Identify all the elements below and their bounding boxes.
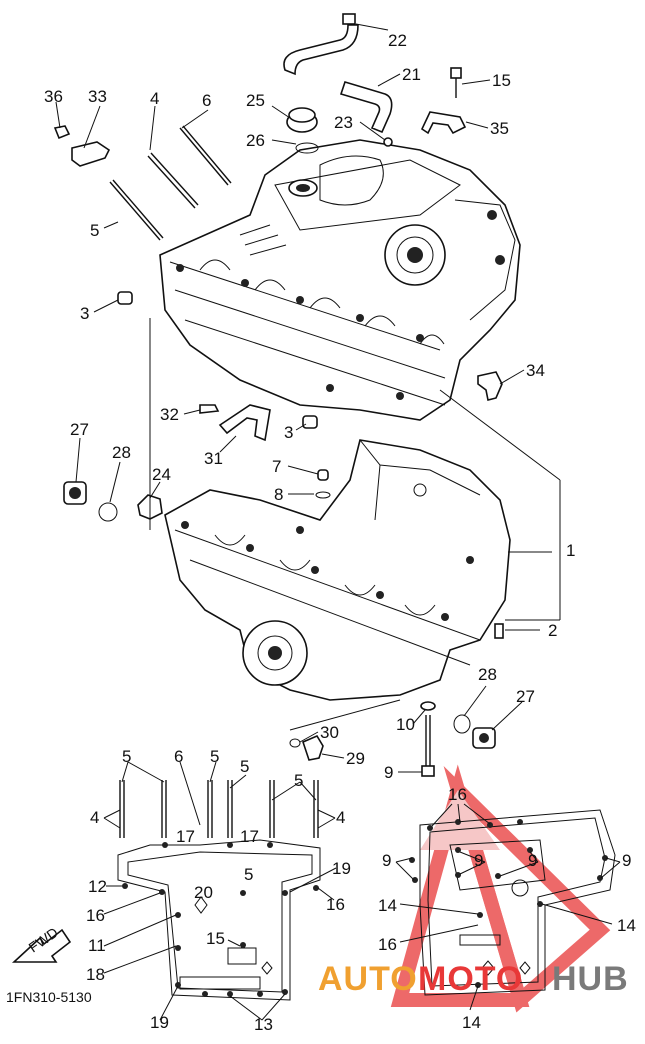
- callout-36: 36: [44, 87, 63, 106]
- drain-bolt-29: [302, 734, 324, 761]
- diagram-code: 1FN310-5130: [6, 989, 92, 1005]
- callout-5-bl-a: 5: [122, 747, 131, 766]
- gasket-28-left: [98, 502, 118, 522]
- callout-9: 9: [384, 763, 393, 782]
- callout-5-bl-c: 5: [240, 757, 249, 776]
- callout-6-bl: 6: [174, 747, 183, 766]
- upper-crankcase: [159, 139, 521, 421]
- callout-27-right: 27: [516, 687, 535, 706]
- dowel-3-lower: [302, 415, 318, 429]
- callout-15-bottom: 15: [206, 929, 225, 948]
- washer-30: [289, 738, 301, 748]
- callout-17-b: 17: [240, 827, 259, 846]
- callout-28-right: 28: [478, 665, 497, 684]
- callout-8: 8: [274, 485, 283, 504]
- callout-22: 22: [388, 31, 407, 50]
- bolt-32: [199, 404, 220, 414]
- callout-15-top: 15: [492, 71, 511, 90]
- callout-16-a: 16: [86, 906, 105, 925]
- callout-26: 26: [246, 131, 265, 150]
- callout-4-bl-left: 4: [90, 808, 99, 827]
- callout-11: 11: [88, 936, 106, 955]
- bracket-35: [420, 111, 467, 135]
- callout-14-c: 14: [462, 1013, 481, 1032]
- callout-4: 4: [150, 89, 159, 108]
- callout-14-b: 14: [617, 916, 636, 935]
- watermark-text: AUTO MOTO HUB: [318, 960, 629, 998]
- clamp-33: [71, 141, 111, 167]
- callout-31: 31: [204, 449, 223, 468]
- callout-18: 18: [86, 965, 105, 984]
- callout-24: 24: [152, 465, 171, 484]
- plug-27-right: [472, 727, 496, 749]
- watermark-brand-moto: MOTO: [418, 960, 523, 998]
- callout-5: 5: [90, 221, 99, 240]
- callout-35: 35: [490, 119, 509, 138]
- leader-lines: [55, 23, 621, 1021]
- bolt-36: [53, 125, 71, 140]
- watermark-triangle-right: [443, 765, 611, 1013]
- callout-9-br-a: 9: [382, 851, 391, 870]
- clip-34: [477, 371, 503, 401]
- callout-7: 7: [272, 457, 281, 476]
- watermark-brand-hub: HUB: [552, 960, 629, 998]
- callout-27-left: 27: [70, 420, 89, 439]
- callout-19-b: 19: [150, 1013, 169, 1032]
- dowel-2: [494, 623, 504, 639]
- callout-21: 21: [402, 65, 421, 84]
- callout-2: 2: [548, 621, 557, 640]
- callout-20: 20: [194, 883, 213, 902]
- callout-28-left: 28: [112, 443, 131, 462]
- callout-9-br-d: 9: [528, 851, 537, 870]
- callout-13: 13: [254, 1015, 273, 1034]
- callout-5-bl-d: 5: [294, 771, 303, 790]
- callout-3-upper: 3: [80, 304, 89, 323]
- callout-14-a: 14: [378, 896, 397, 915]
- bottom-left-bolt-layout: [117, 780, 321, 1001]
- callout-33: 33: [88, 87, 107, 106]
- callout-12: 12: [88, 877, 107, 896]
- callout-16-d: 16: [378, 935, 397, 954]
- callout-9-br-c: 9: [474, 851, 483, 870]
- callout-9-br-b: 9: [622, 851, 631, 870]
- callout-5-bl-b: 5: [210, 747, 219, 766]
- dowel-3-upper: [117, 291, 133, 305]
- callout-5-bl-e: 5: [244, 865, 253, 884]
- callout-29: 29: [346, 749, 365, 768]
- o-ring-8: [315, 491, 331, 499]
- fwd-arrow: FWD: [11, 924, 72, 963]
- bracket-31: [218, 404, 271, 442]
- fitting-23: [383, 137, 393, 147]
- oil-filler-cap: [286, 107, 319, 154]
- bolt-15: [450, 67, 462, 98]
- callout-16-b: 16: [326, 895, 345, 914]
- plug-27-left: [63, 481, 87, 505]
- collar-7: [317, 469, 329, 481]
- bolt-9: [421, 715, 435, 777]
- callout-32: 32: [160, 405, 179, 424]
- callout-23: 23: [334, 113, 353, 132]
- callout-17-a: 17: [176, 827, 195, 846]
- callout-25: 25: [246, 91, 265, 110]
- callout-6: 6: [202, 91, 211, 110]
- callout-30: 30: [320, 723, 339, 742]
- callout-3-lower: 3: [284, 423, 293, 442]
- washer-10: [420, 701, 436, 711]
- lower-crankcase: [164, 439, 511, 701]
- callout-19-a: 19: [332, 859, 351, 878]
- stud-bolts: [109, 125, 232, 241]
- callout-10: 10: [396, 715, 415, 734]
- breather-hose: [283, 13, 393, 134]
- callout-34: 34: [526, 361, 545, 380]
- gasket-28-right: [453, 714, 471, 734]
- callout-16-c: 16: [448, 785, 467, 804]
- callout-labels: 1 2 3 3 4 5 6 7 8 9 10 11 12 13 14 14 14…: [44, 31, 636, 1034]
- callout-4-bl-right: 4: [336, 808, 345, 827]
- watermark-brand-auto: AUTO: [318, 960, 418, 998]
- callout-1: 1: [566, 541, 575, 560]
